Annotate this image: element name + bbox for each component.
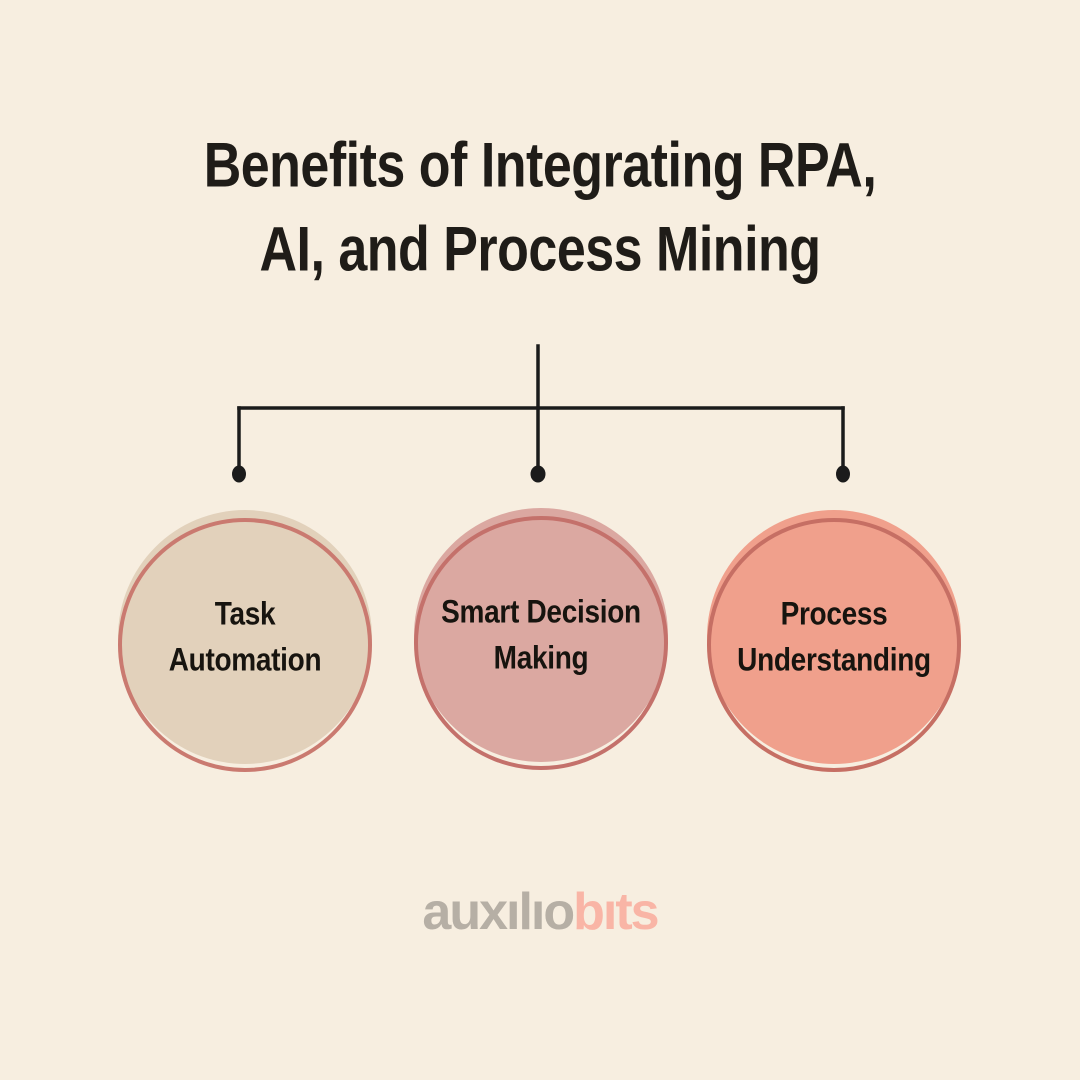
- brand-logo-text-accent: bıts: [573, 883, 659, 941]
- circle-task-automation: Task Automation: [118, 510, 372, 764]
- page-title: Benefits of Integrating RPA, AI, and Pro…: [0, 124, 1080, 292]
- circle-task-automation-label: Task Automation: [168, 595, 322, 678]
- connector-left-dot: [232, 465, 246, 483]
- circle-smart-decision-making: Smart Decision Making: [414, 508, 668, 762]
- circle-smart-decision-making-label: Smart Decision Making: [441, 593, 641, 676]
- page-title-line-2: AI, and Process Mining: [259, 214, 821, 286]
- brand-logo-text-primary: auxılıo: [422, 883, 575, 941]
- circle-process-understanding: Process Understanding: [707, 510, 961, 764]
- circle-process-understanding-label: Process Understanding: [737, 595, 931, 678]
- connector-center-dot: [530, 465, 546, 483]
- page-title-line-1: Benefits of Integrating RPA,: [203, 130, 877, 202]
- brand-logo: auxılıobıts: [0, 882, 1080, 942]
- connector-right-dot: [836, 465, 850, 483]
